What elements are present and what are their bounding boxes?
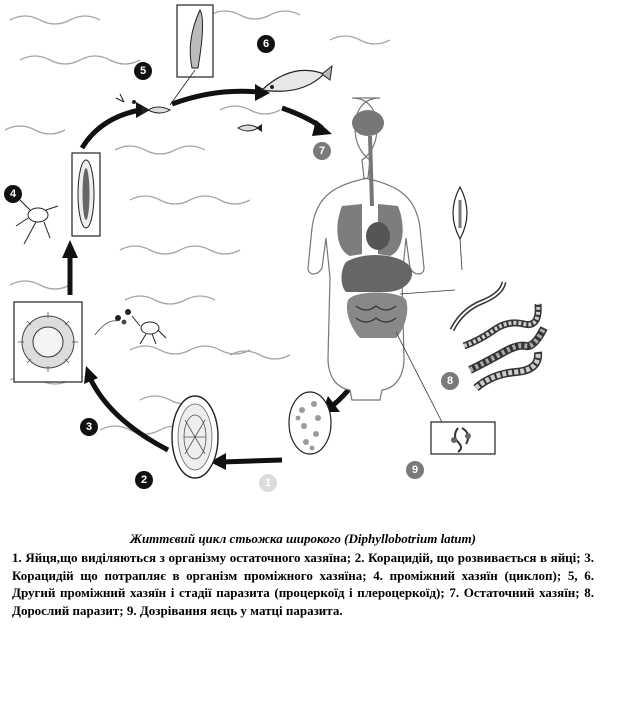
life-cycle-diagram: 1 2 3 4 5 6 7 8 9 <box>4 4 548 492</box>
proglottid-uterus <box>395 331 496 455</box>
step-badge-6: 6 <box>257 35 275 53</box>
caption-title: Життєвий цикл стьожка широкого (Diphyllo… <box>130 531 476 546</box>
step-badge-1: 1 <box>259 474 277 492</box>
egg-unembryonated <box>288 391 332 455</box>
egg-coracidium-box <box>13 301 83 383</box>
egg-embryonated <box>171 395 219 479</box>
plerocercoid-box <box>169 4 214 106</box>
predator-fish <box>237 64 333 132</box>
step-badge-2: 2 <box>135 471 153 489</box>
figure-caption: Життєвий цикл стьожка широкого (Diphyllo… <box>12 531 594 619</box>
step-badge-8: 8 <box>441 372 459 390</box>
adult-tapeworm <box>399 185 548 392</box>
step-badge-4: 4 <box>4 185 22 203</box>
human-host <box>307 97 425 401</box>
step-badge-7: 7 <box>313 142 331 160</box>
small-fish <box>115 93 172 114</box>
step-badge-3: 3 <box>80 418 98 436</box>
step-badge-9: 9 <box>406 461 424 479</box>
caption-legend: 1. Яйця,що виділяються з організму остат… <box>12 550 594 618</box>
procercoid-box <box>71 152 101 237</box>
arrow-heads <box>62 84 340 470</box>
cyclops-host <box>15 199 59 245</box>
free-coracidium <box>94 309 167 345</box>
step-badge-5: 5 <box>134 62 152 80</box>
